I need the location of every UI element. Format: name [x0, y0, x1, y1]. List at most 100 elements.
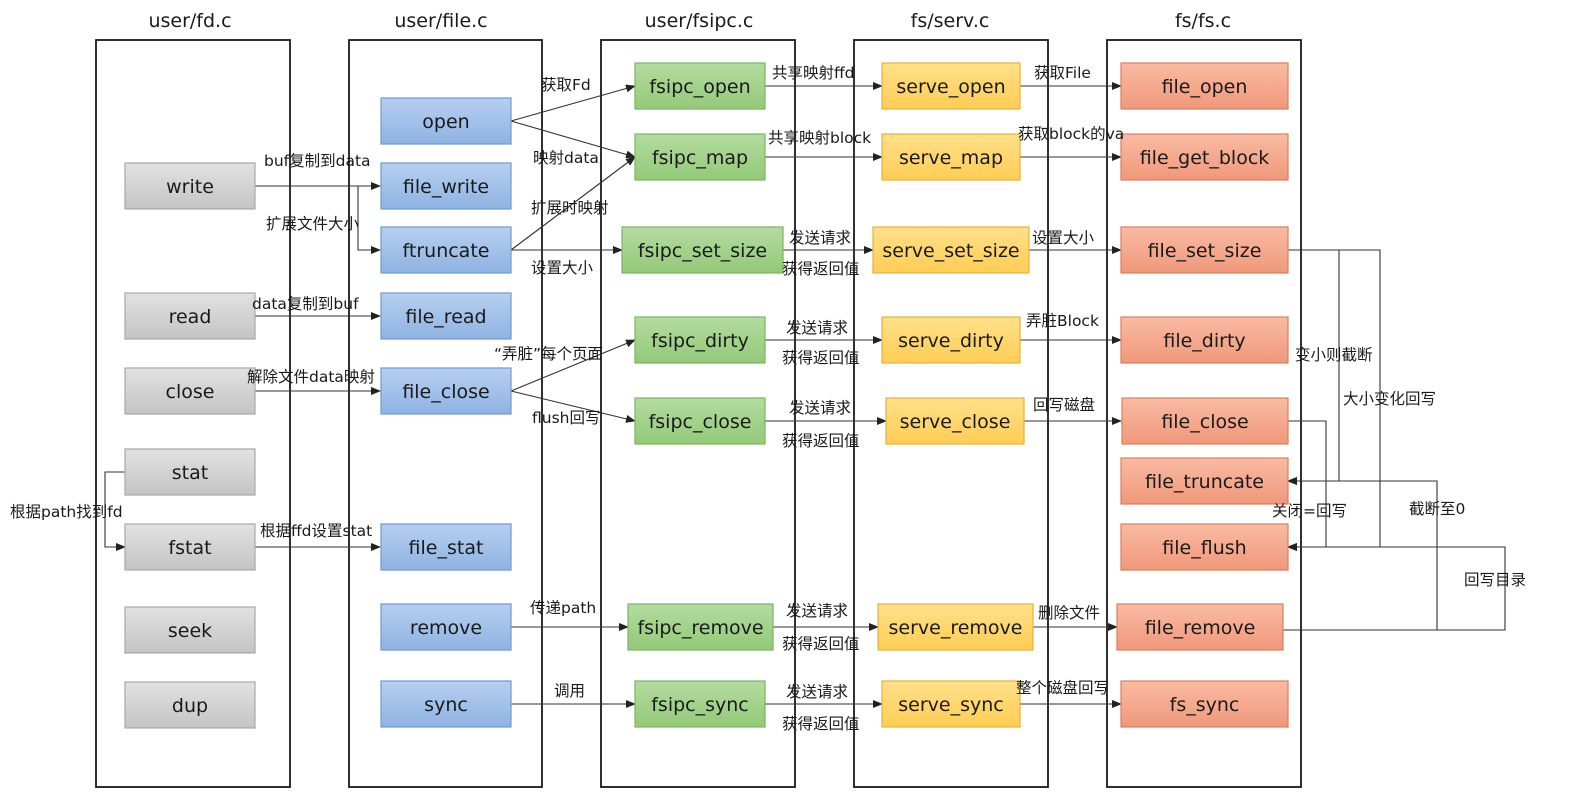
box-rect	[380, 523, 512, 571]
box-rect	[877, 603, 1034, 651]
box-file-close-s: file_close	[1121, 397, 1289, 445]
column-frame-fd	[95, 39, 291, 788]
edge-remove-flush	[1283, 543, 1506, 631]
box-label: fstat	[168, 537, 211, 559]
box-serve-set-size: serve_set_size	[872, 226, 1030, 274]
edge-ftruncate-fsipc-map	[510, 156, 636, 251]
box-label: fs_sync	[1170, 694, 1240, 716]
box-serve-remove: serve_remove	[877, 603, 1034, 651]
label-ret-remove: 获得返回值	[782, 635, 860, 653]
label-send-remove: 发送请求	[786, 602, 848, 620]
edge-write-ftruncate	[357, 186, 381, 254]
box-rect	[621, 226, 784, 274]
label-get-va: 获取block的va	[1018, 125, 1124, 143]
box-rect	[634, 62, 766, 110]
label-ret-close: 获得返回值	[782, 432, 860, 450]
label-send-sync: 发送请求	[786, 683, 848, 701]
box-rect	[124, 367, 256, 415]
box-rect	[1120, 62, 1289, 110]
box-rect	[634, 133, 766, 181]
box-rect	[380, 97, 512, 145]
box-serve-open: serve_open	[881, 62, 1021, 110]
box-close: close	[124, 367, 256, 415]
edge-file-close-fsipc-dirty	[510, 339, 636, 392]
box-label: fsipc_set_size	[638, 240, 767, 262]
box-rect	[124, 681, 256, 729]
box-rect	[634, 397, 766, 445]
column-title-fd: user/fd.c	[148, 10, 231, 32]
label-share-block: 共享映射block	[768, 129, 871, 147]
box-fs-sync: fs_sync	[1120, 680, 1289, 728]
box-dup: dup	[124, 681, 256, 729]
box-fsipc-close: fsipc_close	[634, 397, 766, 445]
edge-set-size-truncate	[1287, 249, 1340, 485]
box-rect	[1120, 226, 1289, 274]
label-ret-dirty: 获得返回值	[782, 349, 860, 367]
box-file-close-u: file_close	[380, 367, 512, 415]
box-label: ftruncate	[403, 240, 490, 262]
box-label: serve_close	[900, 411, 1011, 433]
box-label: file_close	[1161, 411, 1248, 433]
label-close-eq-wb: 关闭=回写	[1272, 502, 1347, 520]
label-share-ffd: 共享映射ffd	[772, 64, 855, 82]
box-rect	[1120, 316, 1289, 364]
box-label: read	[169, 306, 212, 328]
box-label: dup	[172, 695, 208, 717]
box-serve-sync: serve_sync	[881, 680, 1021, 728]
box-rect	[881, 62, 1021, 110]
box-open: open	[380, 97, 512, 145]
label-send-set: 发送请求	[789, 229, 851, 247]
box-label: file_dirty	[1163, 330, 1245, 352]
box-label: remove	[410, 617, 482, 639]
box-label: sync	[424, 694, 468, 716]
box-file-truncate: file_truncate	[1120, 457, 1289, 505]
box-rect	[627, 603, 774, 651]
label-shrink-truncate: 变小则截断	[1295, 346, 1373, 364]
box-rect	[124, 292, 256, 340]
box-fsipc-dirty: fsipc_dirty	[634, 316, 766, 364]
box-label: seek	[168, 620, 212, 642]
label-send-close: 发送请求	[789, 399, 851, 417]
label-data-copy: data复制到buf	[252, 295, 359, 313]
box-label: file_close	[402, 381, 489, 403]
column-title-serv: fs/serv.c	[911, 10, 990, 32]
box-file-write: file_write	[380, 162, 512, 210]
label-flush-back: flush回写	[532, 409, 601, 427]
box-label: file_get_block	[1140, 147, 1270, 169]
box-rect	[124, 606, 256, 654]
label-pass-path: 传递path	[530, 599, 596, 617]
label-ret-sync: 获得返回值	[782, 715, 860, 733]
edge-labels: buf复制到data 扩展文件大小 data复制到buf 解除文件data映射 …	[10, 64, 1526, 733]
box-file-set-size: file_set_size	[1120, 226, 1289, 274]
box-rect	[881, 316, 1021, 364]
box-label: file_read	[405, 306, 486, 328]
box-label: serve_remove	[889, 617, 1023, 639]
box-remove: remove	[380, 603, 512, 651]
label-extend-size: 扩展文件大小	[266, 215, 360, 233]
column-title-fsipc: user/fsipc.c	[645, 10, 754, 32]
box-label: fsipc_open	[649, 76, 750, 98]
label-delete-file: 删除文件	[1038, 604, 1100, 622]
box-rect	[1121, 397, 1289, 445]
box-rect	[380, 162, 512, 210]
box-ftruncate: ftruncate	[380, 226, 512, 274]
label-set-stat: 根据ffd设置stat	[260, 522, 372, 540]
box-fsipc-sync: fsipc_sync	[634, 680, 766, 728]
box-file-get-block: file_get_block	[1120, 133, 1289, 181]
box-label: fsipc_sync	[651, 694, 749, 716]
box-rect	[124, 448, 256, 496]
function-boxes: writereadclosestatfstatseekdupopenfile_w…	[124, 62, 1289, 729]
label-map-data: 映射data	[533, 149, 599, 167]
label-whole-disk: 整个磁盘回写	[1016, 678, 1109, 697]
edge-open-fsipc-map	[510, 120, 636, 159]
box-rect	[380, 680, 512, 728]
box-fsipc-map: fsipc_map	[634, 133, 766, 181]
box-rect	[1120, 523, 1289, 571]
edge-file-close-fsipc-close	[510, 390, 636, 423]
label-buf-copy: buf复制到data	[264, 152, 371, 170]
box-fsipc-remove: fsipc_remove	[627, 603, 774, 651]
box-rect	[380, 292, 512, 340]
label-extend-map: 扩展时映射	[531, 199, 609, 217]
box-serve-dirty: serve_dirty	[881, 316, 1021, 364]
label-serve-set: 设置大小	[1032, 229, 1095, 247]
